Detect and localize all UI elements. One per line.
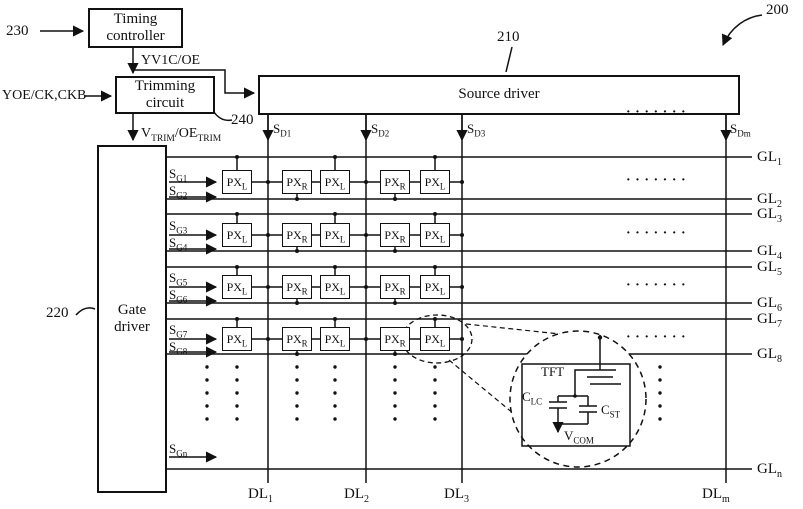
gate-output-label-sg4: SG4 — [169, 235, 188, 253]
junction-dots — [235, 155, 464, 356]
ref-240: 240 — [231, 112, 254, 128]
pixel-box: PXL — [420, 327, 450, 351]
ref-200-arrow — [721, 14, 763, 47]
gate-line-label-gl5: GL5 — [757, 259, 782, 278]
ref-210-leader — [505, 46, 513, 73]
gate-output-label-sg7: SG7 — [169, 322, 188, 340]
pixel-inset-circuit — [521, 335, 631, 447]
gate-line-label-gln: GLn — [757, 461, 782, 480]
data-line-label-dl1: DL1 — [248, 486, 273, 505]
pixel-box: PXR — [282, 275, 312, 299]
gate-output-label-sg2: SG2 — [169, 183, 188, 201]
column-continuation-dots — [205, 365, 662, 422]
pixel-box: PXL — [222, 170, 252, 194]
row-ellipsis-1: ······· — [626, 173, 691, 188]
gate-line-label-gl8: GL8 — [757, 346, 782, 365]
row-ellipsis-top: ······· — [626, 105, 691, 120]
gate-line-label-gl3: GL3 — [757, 206, 782, 225]
row-ellipsis-3: ······· — [626, 278, 691, 293]
source-output-label-sd2: SD2 — [371, 121, 390, 139]
pixel-box: PXL — [420, 223, 450, 247]
pixel-box: PXL — [320, 170, 350, 194]
tft-label: TFT — [541, 364, 565, 379]
vcom-label: VCOM — [564, 428, 594, 446]
pixel-box: PXR — [380, 170, 410, 194]
pixel-box: PXL — [320, 327, 350, 351]
pixel-box: PXR — [282, 327, 312, 351]
timing-to-source-line — [133, 69, 256, 99]
pixel-box: PXR — [380, 275, 410, 299]
gate-output-label-sg3: SG3 — [169, 218, 188, 236]
trimming-circuit-box: Trimming circuit — [115, 76, 215, 114]
ref-210: 210 — [497, 29, 520, 45]
pixel-box: PXL — [420, 170, 450, 194]
pixel-box: PXL — [320, 223, 350, 247]
magnifier-circle — [509, 330, 647, 468]
pixel-box: PXL — [222, 223, 252, 247]
pixel-box: PXL — [420, 275, 450, 299]
gate-line-label-gl1: GL1 — [757, 149, 782, 168]
gate-output-label-sgn: SGn — [169, 441, 188, 459]
gate-driver-box: Gate driver — [97, 145, 167, 493]
data-line-label-dlm: DLm — [702, 486, 730, 505]
source-output-label-sd3: SD3 — [467, 121, 486, 139]
clc-label: CLC — [522, 389, 543, 407]
row-ellipsis-2: ······· — [626, 226, 691, 241]
source-output-label-sdm: SDm — [730, 121, 751, 139]
pixel-cell-rect — [521, 363, 631, 447]
gate-line-label-gl6: GL6 — [757, 295, 782, 314]
pixel-box: PXR — [282, 223, 312, 247]
pixel-box: PXR — [380, 327, 410, 351]
ref-200: 200 — [766, 2, 789, 18]
magnifier-callout — [401, 314, 647, 468]
ref-230: 230 — [6, 23, 29, 39]
pixel-box: PXL — [320, 275, 350, 299]
data-line-label-dl3: DL3 — [444, 486, 469, 505]
pixel-box: PXR — [380, 223, 410, 247]
gate-output-label-sg6: SG6 — [169, 287, 188, 305]
source-driver-box: Source driver — [258, 75, 740, 115]
data-line-label-dl2: DL2 — [344, 486, 369, 505]
ref-240-leader — [213, 111, 233, 122]
pixel-highlight-ellipse — [401, 314, 473, 364]
pixel-box: PXL — [222, 327, 252, 351]
row-ellipsis-4: ······· — [626, 330, 691, 345]
cst-label: CST — [601, 402, 621, 420]
ref-220: 220 — [46, 305, 69, 321]
gate-line-label-gl2: GL2 — [757, 191, 782, 210]
yv1c-oe-label: YV1C/OE — [141, 53, 201, 68]
timing-controller-box: Timing controller — [88, 8, 183, 48]
source-output-label-sd1: SD1 — [273, 121, 292, 139]
vtrim-oetrim-label: VTRIM/OETRIM — [141, 126, 222, 144]
ref-220-leader — [75, 307, 96, 316]
pixel-box: PXR — [282, 170, 312, 194]
gate-output-label-sg5: SG5 — [169, 270, 188, 288]
gate-output-label-sg1: SG1 — [169, 166, 188, 184]
external-input-label: YOE/CK,CKB — [2, 88, 87, 103]
gate-line-label-gl7: GL7 — [757, 311, 782, 330]
gate-output-label-sg8: SG8 — [169, 339, 188, 357]
gate-line-label-gl4: GL4 — [757, 243, 782, 262]
pixel-box: PXL — [222, 275, 252, 299]
